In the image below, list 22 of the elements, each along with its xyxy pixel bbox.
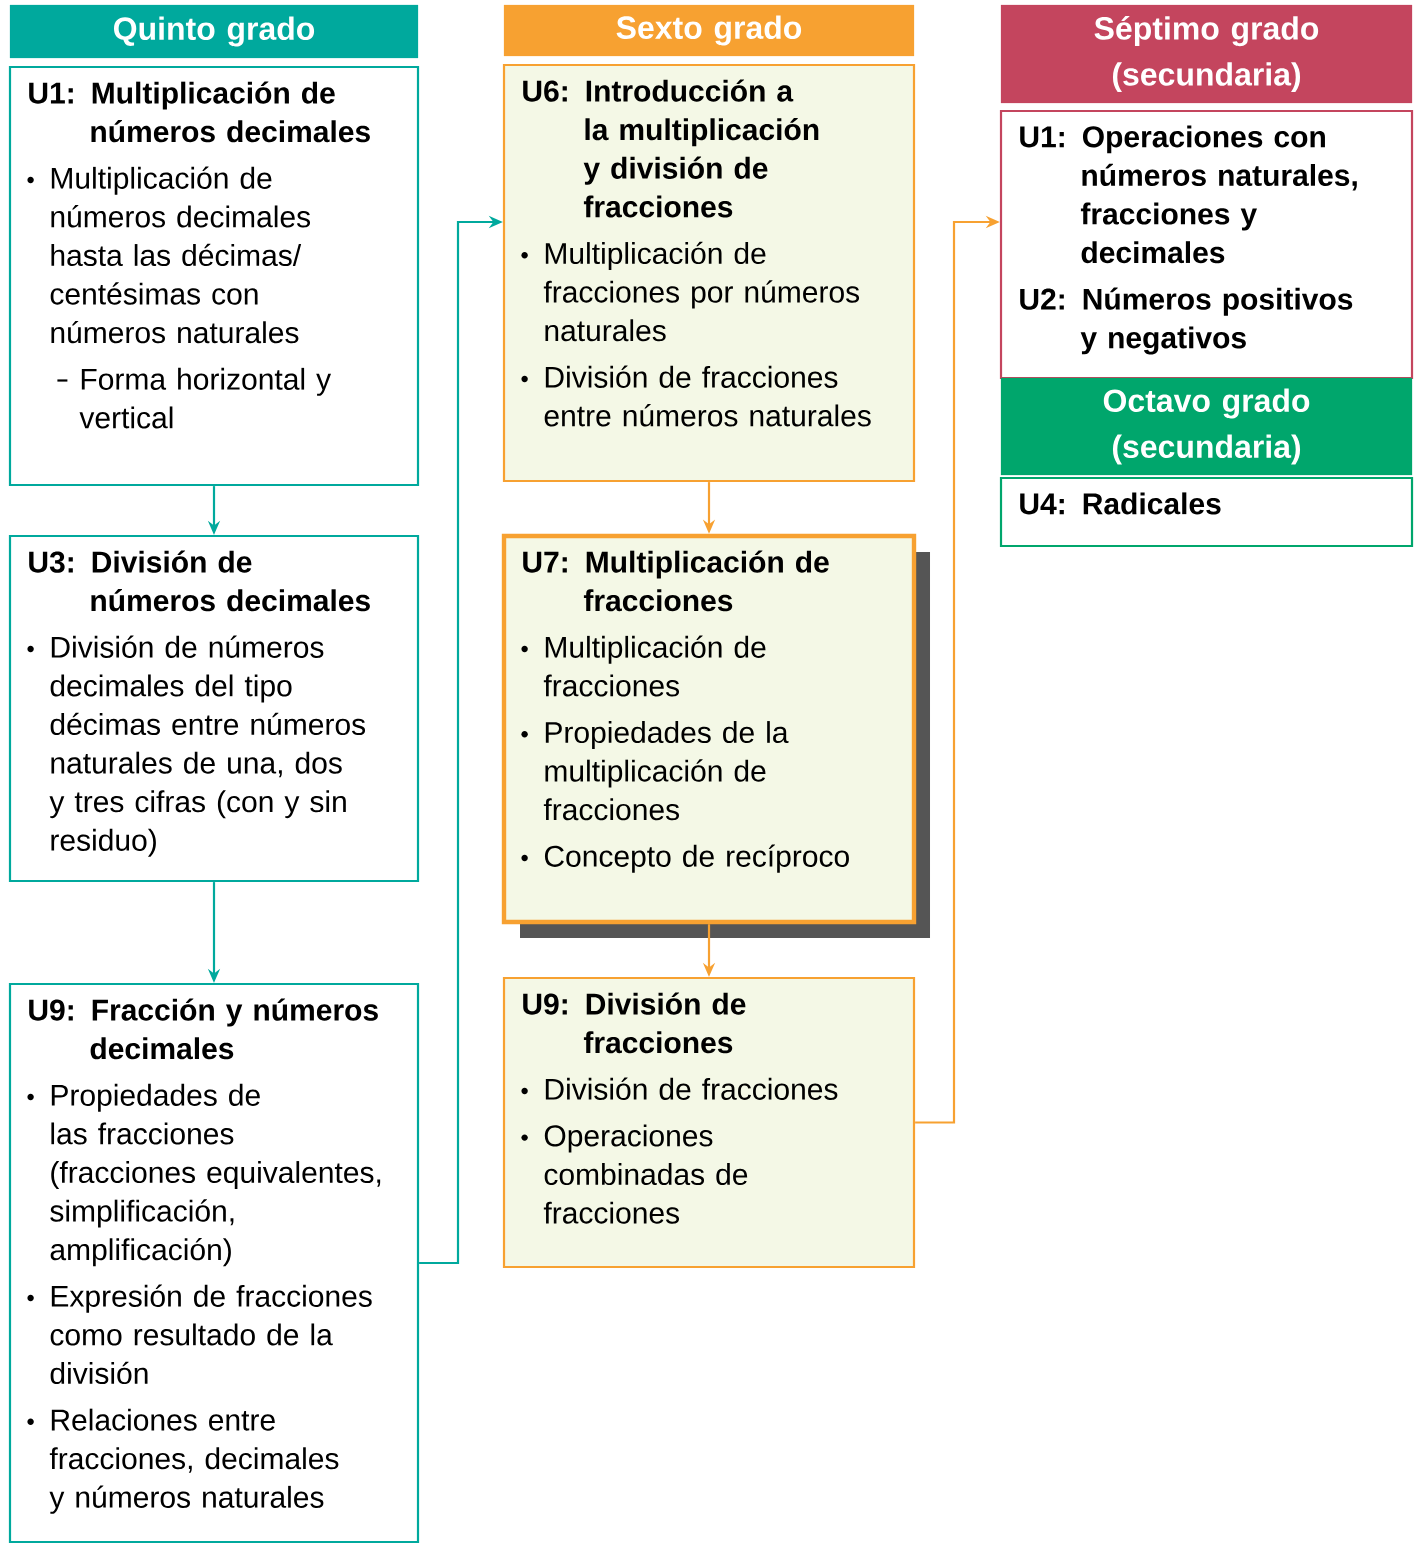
bullet-item: División de fracciones entre números naturales [521,365,871,427]
unit-heading: U6: Introducción a la multiplicación y división de fracciones [523,79,819,218]
bullet-item: Multiplicación de fracciones por números naturales [521,241,860,342]
bullet-item: Propiedades de las fracciones (fracciones equivalentes, simplificación, amplificación) [27,1083,381,1267]
unit-heading: U2: Números positivos y negativos [1020,287,1353,355]
unit-heading: U1: Multiplicación de números decimales [29,81,370,143]
grade-header: Sexto grado [503,4,915,57]
bullet-item: Multiplicación de números decimales hasta las décimas/ centésimas con números naturales [27,166,310,344]
unit-heading: U3: División de números decimales [29,550,370,612]
bullet-item: Operaciones combinadas de fracciones [521,1124,748,1224]
bullet-item: División de números decimales del tipo décimas entre números naturales de una, dos y tres cifras (con y sin residuo) [27,635,366,857]
grade-header: Séptimo grado (secundaria) [1000,4,1413,104]
unit-heading: U1: Operaciones con números naturales, fracciones y decimales [1020,125,1357,264]
grade-header: Quinto grado [9,4,419,59]
sub-item: Forma horizontal y vertical [57,367,332,429]
bullet-item: División de fracciones [521,1077,838,1100]
unit-heading: U9: Fracción y números decimales [29,998,378,1060]
grade-header: Octavo grado (secundaria) [1000,377,1413,476]
bullet-item: Expresión de fracciones como resultado de la división [27,1284,372,1385]
bullet-item: Relaciones entre fracciones, decimales y números naturales [27,1408,339,1514]
unit-heading: U4: Radicales [1020,492,1221,515]
unit-heading: U9: División de fracciones [523,992,746,1054]
